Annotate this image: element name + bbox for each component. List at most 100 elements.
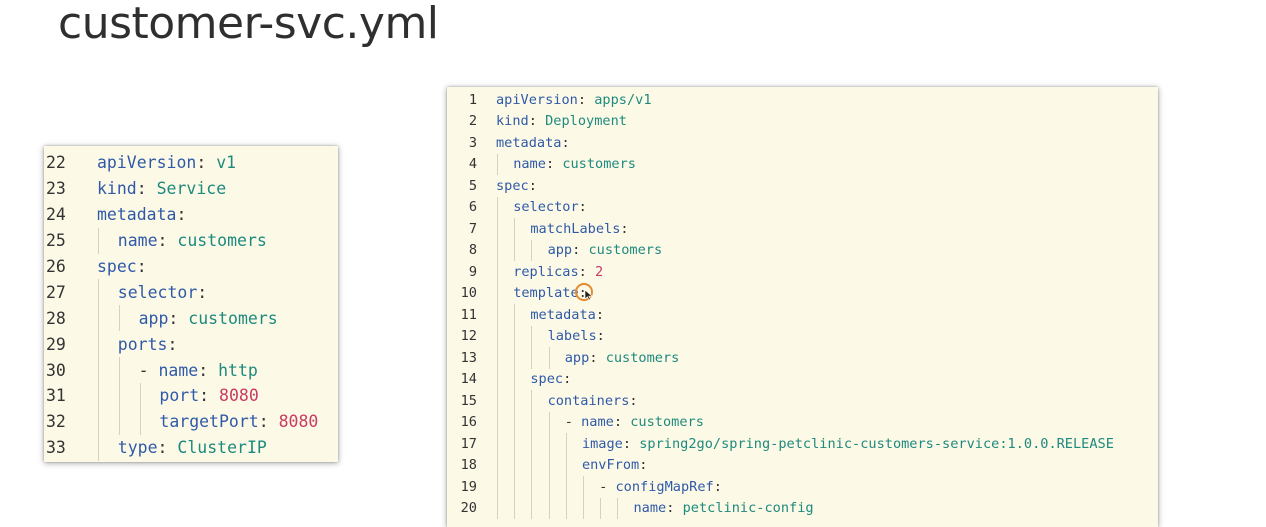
code-text: containers: [496,390,638,412]
code-text: targetPort: 8080 [97,408,318,435]
indent-guide [513,239,530,262]
indent-guide [496,218,513,240]
code-token: : [629,392,638,409]
indent-guide [496,239,513,262]
code-text: apiVersion: apps/v1 [496,89,652,111]
code-text: metadata: [496,132,570,154]
code-text: kind: Service [97,176,226,202]
code-token: apiVersion [496,91,578,108]
indent-guide [97,357,118,383]
code-text: name: customers [496,153,636,176]
line-number: 12 [460,328,477,345]
code-token: targetPort [159,412,259,432]
indent-guide [582,497,599,520]
code-token: - [599,478,616,495]
code-text: app: customers [496,239,662,262]
code-token: port [159,386,200,406]
line-number: 6 [468,199,477,216]
code-line: 13 app: customers [447,347,1158,369]
indent-guide [565,497,582,520]
code-token: image [581,435,623,452]
indent-guide [513,218,530,240]
line-number: 2 [468,113,477,130]
code-token: : [198,360,219,380]
code-token: : [572,242,589,259]
code-token: replicas [513,263,579,280]
code-token: : [136,179,157,199]
code-token: : [561,134,570,151]
indent-guide [496,433,513,455]
indent-guide [139,408,160,435]
indent-guide [530,411,547,434]
code-token: configMapRef [615,478,714,495]
indent-guide [565,433,582,455]
code-token: app [547,242,573,259]
code-token: ClusterIP [177,438,267,458]
indent-guide [496,261,513,283]
code-text: name: petclinic-config [496,497,814,520]
code-token: : [199,386,220,406]
indent-guide [496,476,513,498]
code-token: app [138,308,169,328]
line-number: 1 [468,91,477,108]
line-number: 13 [460,349,477,366]
indent-guide [565,454,582,477]
line-number: 33 [46,438,66,458]
indent-guide [139,383,160,409]
indent-guide [97,227,118,254]
code-token: : [196,153,217,173]
code-token: : [589,349,606,366]
code-token: spec [530,371,564,388]
line-number: 32 [46,412,66,432]
indent-guide [513,325,530,348]
code-token: : [167,334,178,354]
code-token: - [138,360,159,380]
line-number: 8 [468,242,477,259]
code-line: 20 name: petclinic-config [447,497,1158,520]
code-token: name [117,231,158,251]
code-token: envFrom [581,457,640,474]
code-token: : [578,263,596,280]
line-number: 31 [46,386,66,406]
code-token: app [564,349,590,366]
code-token: http [218,360,258,380]
code-token: customers [605,349,680,366]
indent-guide [530,476,547,498]
indent-guide [496,454,513,477]
code-text: - configMapRef: [496,476,722,498]
line-number: 20 [460,500,477,517]
line-number: 25 [46,231,66,251]
code-text: app: customers [97,305,278,332]
code-token: apps/v1 [594,91,652,108]
indent-guide [530,454,547,477]
code-token: spec [97,257,137,276]
indent-guide [530,390,547,412]
code-token: : [620,220,629,237]
code-token: Deployment [545,113,627,130]
code-token: template [513,285,579,302]
indent-guide [530,433,547,455]
code-text: image: spring2go/spring-petclinic-custom… [496,433,1114,455]
code-text: envFrom: [496,454,647,477]
code-token: : [168,308,189,328]
indent-guide [513,476,530,498]
indent-guide [97,408,118,435]
indent-guide [496,497,513,520]
code-token: : [157,438,178,458]
indent-guide [118,383,139,409]
indent-guide [530,347,547,369]
code-token: customers [188,308,278,328]
